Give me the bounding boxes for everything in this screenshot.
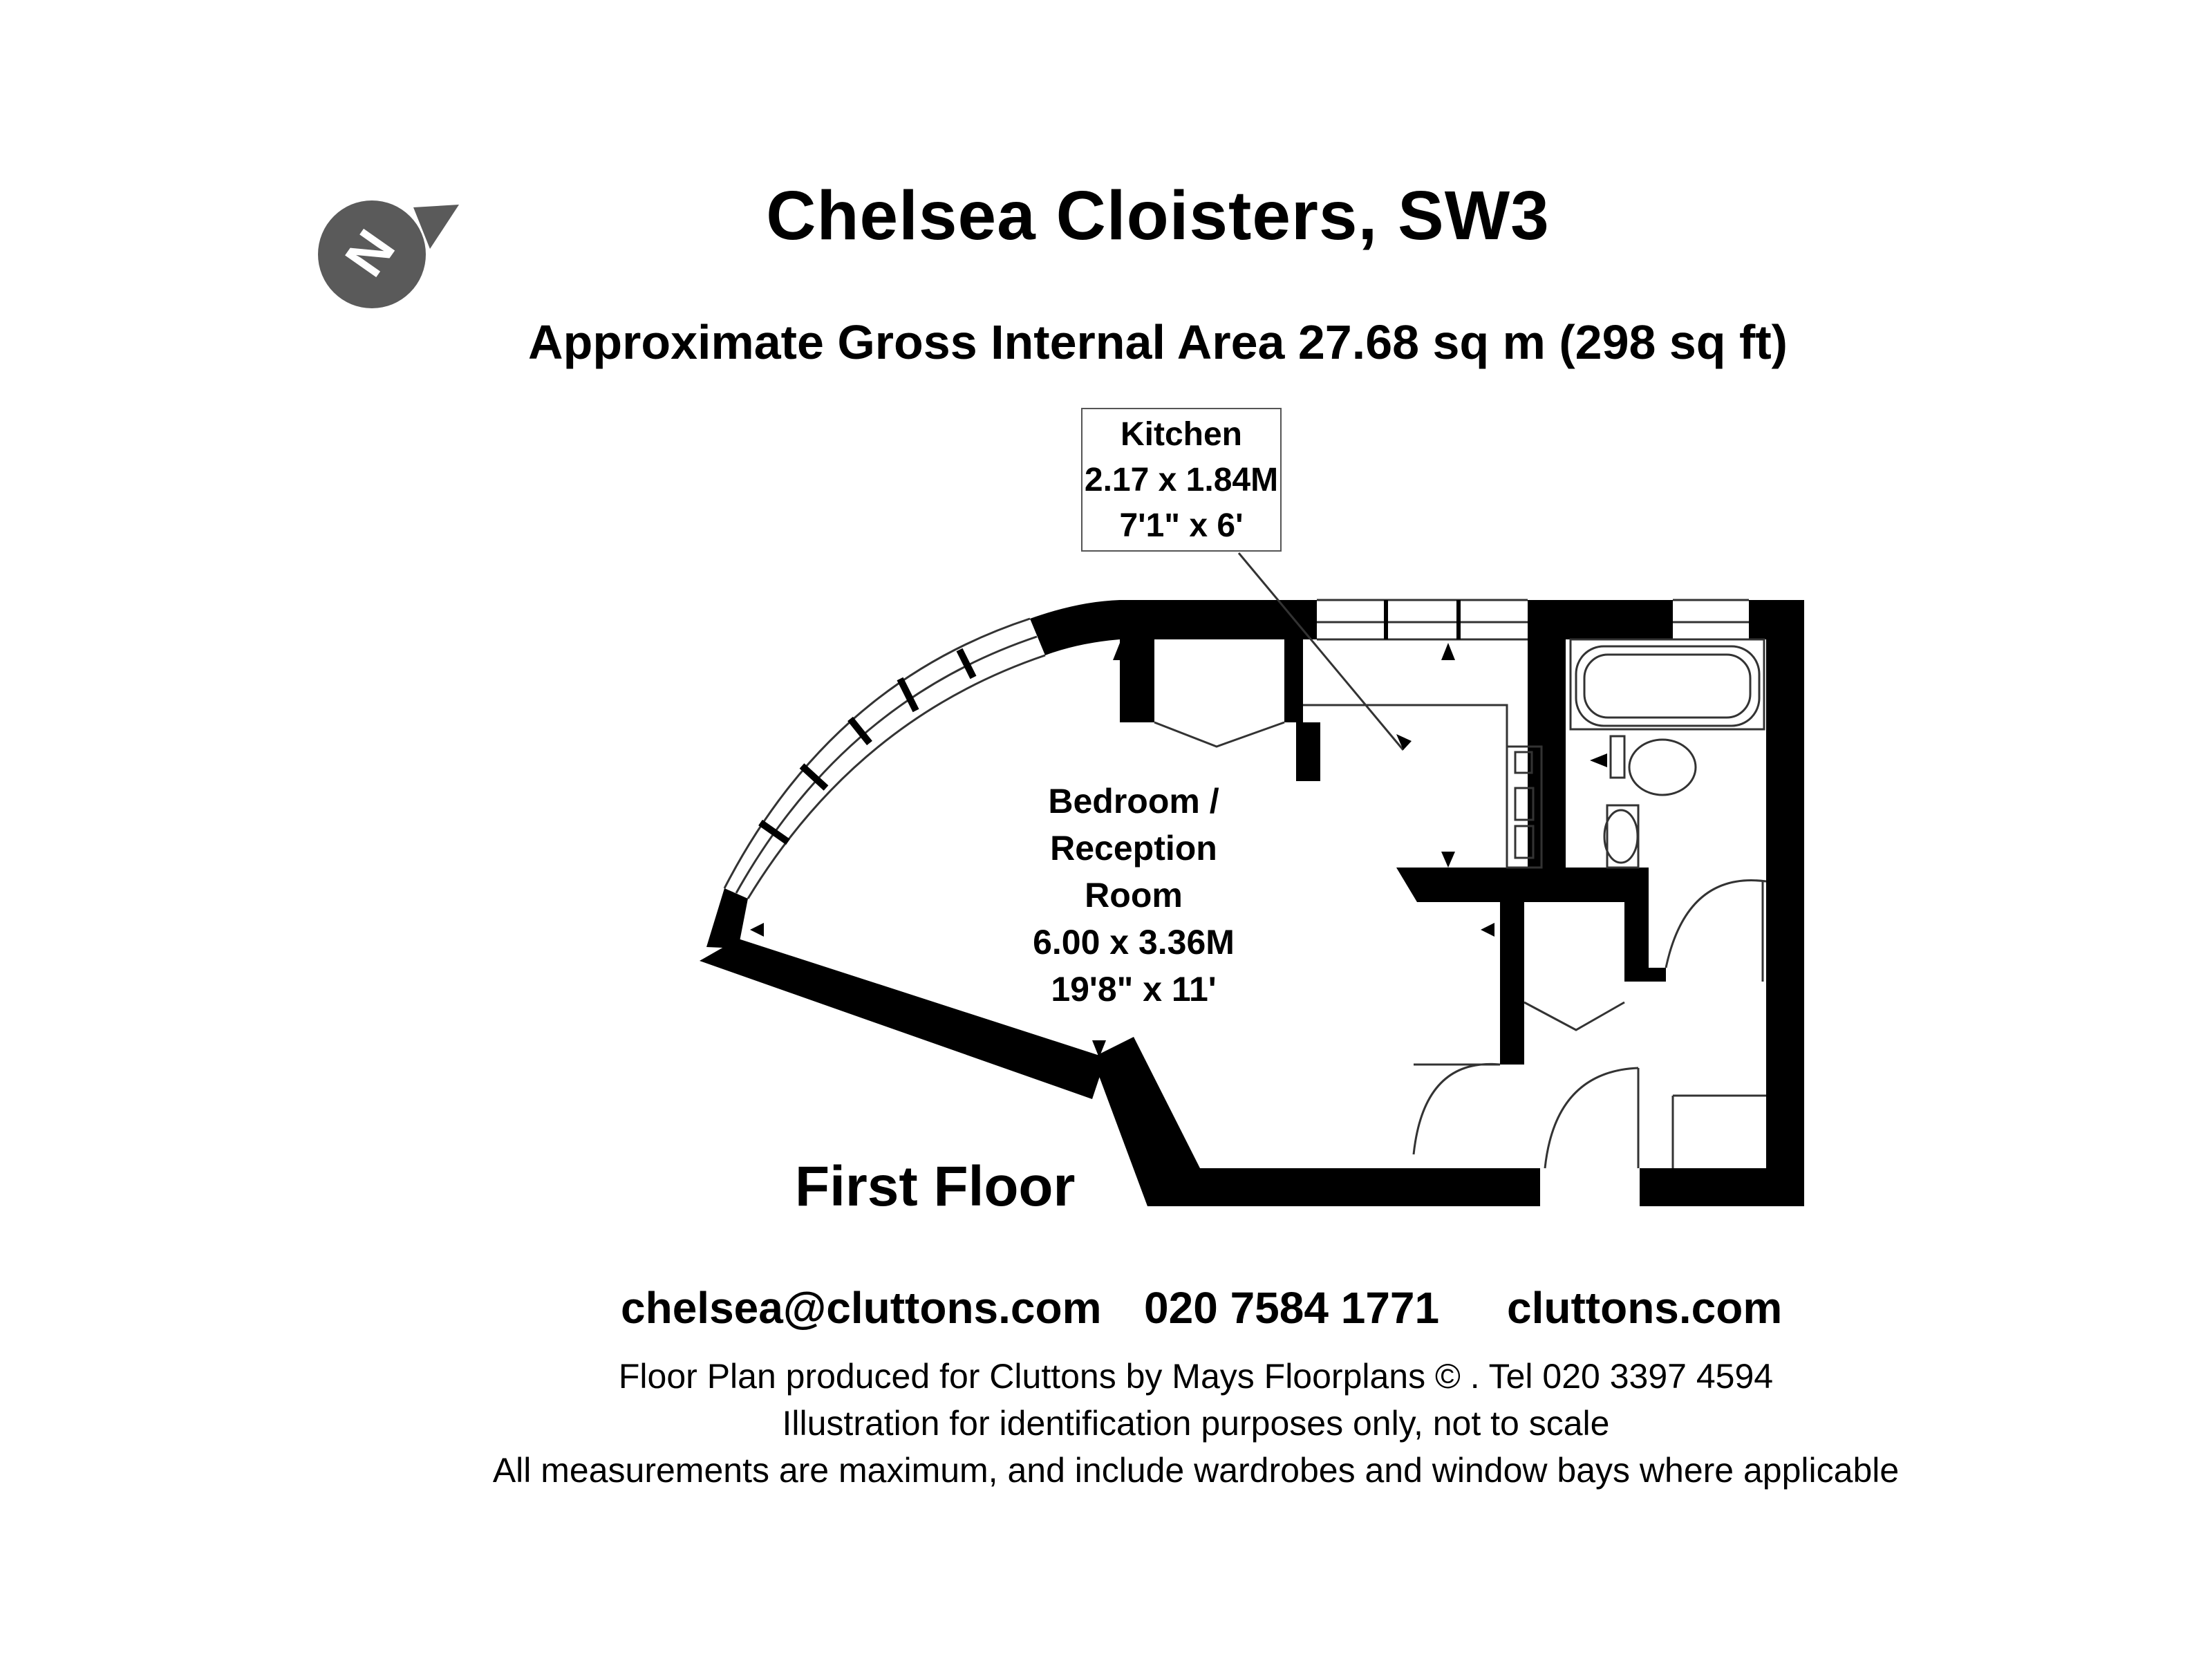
wall-middle <box>1396 868 1649 902</box>
wall-top-left <box>1120 600 1317 639</box>
toilet <box>1628 738 1697 796</box>
wall-curve-bottom <box>706 888 748 948</box>
cupboard-doors <box>1524 1001 1625 1031</box>
bedroom-name-line3: Room <box>1085 876 1183 915</box>
walls <box>700 600 1804 1206</box>
window-curve-outer <box>723 617 1031 889</box>
dimension-arrows <box>750 643 1607 1058</box>
window-top-right <box>1673 599 1749 641</box>
sink-b <box>1514 825 1535 859</box>
door-arc-bath <box>1665 879 1767 968</box>
windows <box>723 599 1749 899</box>
wall-top-corner <box>1749 600 1804 639</box>
window-top <box>1317 599 1528 641</box>
window-mullions <box>758 648 977 845</box>
wardrobe-doors <box>1154 721 1285 748</box>
wall-middle-pier <box>1624 868 1649 982</box>
kitchen-metric: 2.17 x 1.84M <box>1084 462 1279 498</box>
floor-label: First Floor <box>795 1155 1076 1218</box>
bedroom-metric: 6.00 x 3.36M <box>1033 923 1235 962</box>
footer-credit: Floor Plan produced for Cluttons by Mays… <box>618 1357 1774 1396</box>
area-subtitle: Approximate Gross Internal Area 27.68 sq… <box>528 315 1788 369</box>
bedroom-name-line1: Bedroom / <box>1048 782 1219 821</box>
door-arc-entrance <box>1412 1062 1501 1155</box>
kitchen-name: Kitchen <box>1120 416 1242 453</box>
kitchen-units <box>1506 745 1543 869</box>
wall-top-right <box>1528 600 1673 639</box>
door-arc-front <box>1544 1067 1639 1169</box>
kitchen-counter <box>1303 704 1508 868</box>
cistern <box>1609 735 1626 779</box>
bath-inner <box>1583 653 1752 719</box>
bedroom-label: Bedroom / Reception Room 6.00 x 3.36M 19… <box>1002 778 1265 1013</box>
sink-a <box>1514 787 1535 821</box>
window-curve-inner <box>747 654 1046 899</box>
fixtures <box>1154 552 1767 1169</box>
footer-disclaimer: Illustration for identification purposes… <box>782 1404 1610 1443</box>
page-title: Chelsea Cloisters, SW3 <box>766 177 1550 254</box>
wall-diagonal-left <box>700 939 1106 1099</box>
wall-bathroom-left <box>1528 639 1566 868</box>
window-curve-mid <box>735 635 1038 894</box>
wall-cupboard-left <box>1500 902 1524 1065</box>
wall-bottom-center <box>1147 1168 1540 1206</box>
kitchen-label: Kitchen 2.17 x 1.84M 7'1" x 6' <box>1081 408 1282 552</box>
bath <box>1575 645 1761 727</box>
wall-kitchen-pier <box>1296 722 1320 781</box>
wall-stub <box>1638 968 1666 982</box>
basin <box>1603 809 1639 864</box>
wall-angled-bottom <box>1092 1037 1200 1206</box>
wall-bottom-right <box>1640 1168 1804 1206</box>
basin-unit <box>1606 804 1640 869</box>
footer-measurements: All measurements are maximum, and includ… <box>492 1451 1900 1490</box>
bath-surround <box>1569 638 1765 731</box>
bedroom-imperial: 19'8" x 11' <box>1051 970 1217 1009</box>
kitchen-pointer <box>1237 552 1405 751</box>
bedroom-name-line2: Reception <box>1050 829 1217 868</box>
contact-email[interactable]: chelsea@cluttons.com <box>621 1283 1102 1333</box>
wall-right <box>1766 600 1804 1206</box>
contact-phone[interactable]: 020 7584 1771 <box>1144 1283 1440 1333</box>
wall-curve-top <box>1030 600 1120 655</box>
contact-website[interactable]: cluttons.com <box>1507 1283 1783 1333</box>
kitchen-imperial: 7'1" x 6' <box>1119 507 1244 544</box>
wall-wardrobe-left <box>1120 639 1154 722</box>
wall-wardrobe-right <box>1284 639 1303 722</box>
hob <box>1514 751 1533 774</box>
wall-bottom-pier <box>1499 1168 1540 1206</box>
